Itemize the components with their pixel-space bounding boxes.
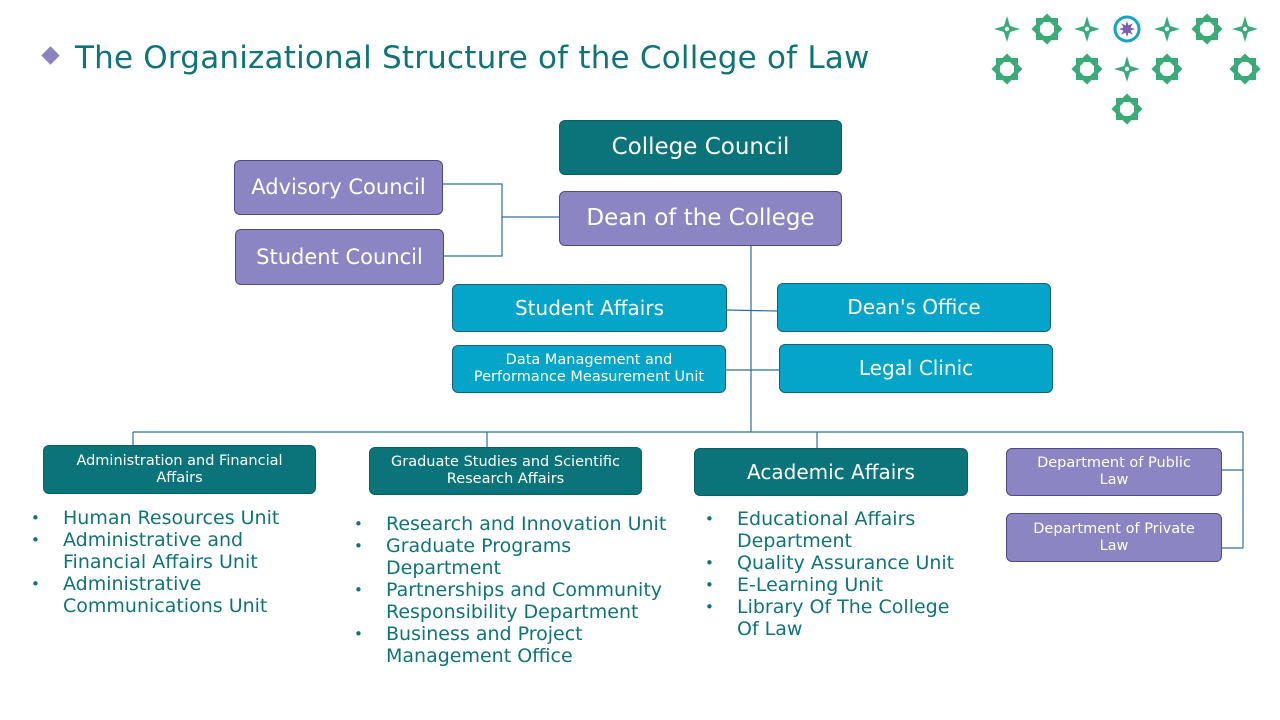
list-item: Human Resources Unit — [31, 507, 331, 529]
connector-councils — [443, 183, 503, 257]
list-item: Graduate Programs Department — [354, 535, 684, 579]
list-item: Library Of The College Of Law — [705, 596, 975, 640]
student-council-box: Student Council — [235, 229, 444, 285]
graduate-studies-box: Graduate Studies and Scientific Research… — [369, 447, 642, 495]
dean-box: Dean of the College — [559, 191, 842, 246]
college-council-box: College Council — [559, 120, 842, 175]
admin-financial-box: Administration and Financial Affairs — [43, 445, 316, 494]
list-item: Quality Assurance Unit — [705, 552, 975, 574]
admin-financial-units: Human Resources Unit Administrative and … — [31, 507, 331, 617]
list-item: Administrative Communications Unit — [31, 573, 331, 617]
list-item: Administrative and Financial Affairs Uni… — [31, 529, 331, 573]
list-item: Business and Project Management Office — [354, 623, 684, 667]
title-row: The Organizational Structure of the Coll… — [41, 40, 870, 76]
advisory-council-box: Advisory Council — [234, 160, 443, 215]
list-item: E-Learning Unit — [705, 574, 975, 596]
connector-affairs-office — [725, 309, 778, 312]
page-title: The Organizational Structure of the Coll… — [75, 40, 870, 76]
data-management-box: Data Management and Performance Measurem… — [452, 345, 726, 393]
list-item: Partnerships and Community Responsibilit… — [354, 579, 684, 623]
list-item: Educational Affairs Department — [705, 508, 975, 552]
academic-affairs-units: Educational Affairs Department Quality A… — [705, 508, 975, 640]
dept-private-law-box: Department of Private Law — [1006, 513, 1222, 562]
legal-clinic-box: Legal Clinic — [779, 344, 1053, 393]
dept-public-law-box: Department of Public Law — [1006, 448, 1222, 496]
deans-office-box: Dean's Office — [777, 283, 1051, 332]
list-item: Research and Innovation Unit — [354, 513, 684, 535]
student-affairs-box: Student Affairs — [452, 284, 727, 332]
academic-affairs-box: Academic Affairs — [694, 448, 968, 496]
graduate-studies-units: Research and Innovation Unit Graduate Pr… — [354, 513, 684, 667]
